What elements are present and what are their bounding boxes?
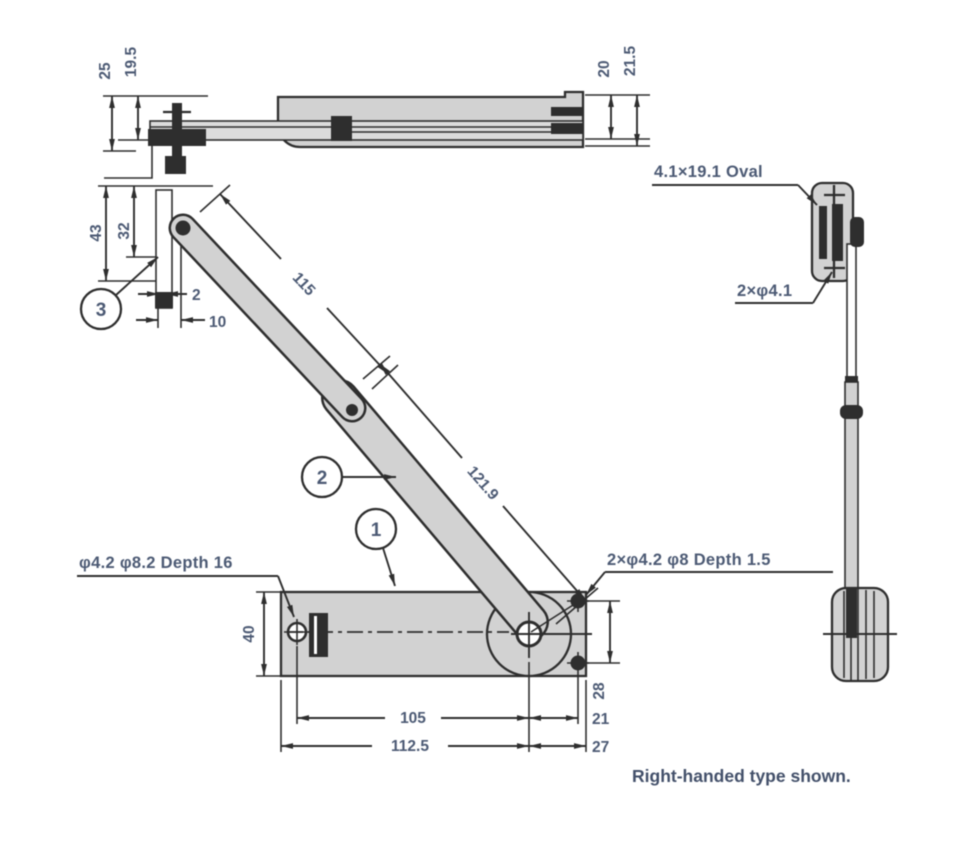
top-view: 25 19.5 20 21.5 bbox=[97, 46, 650, 179]
folded-mid-connector bbox=[331, 116, 352, 141]
svg-text:2×φ4.2 φ8 Depth 1.5: 2×φ4.2 φ8 Depth 1.5 bbox=[607, 551, 771, 569]
arm-top-pivot bbox=[175, 220, 191, 236]
top-bracket bbox=[155, 189, 173, 309]
top-view-dims-left: 25 19.5 bbox=[97, 47, 208, 152]
bottom-dims: 105 21 112.5 27 bbox=[280, 646, 610, 756]
callout-2-number: 2 bbox=[317, 468, 328, 489]
svg-text:2×φ4.1: 2×φ4.1 bbox=[737, 282, 792, 300]
dim-21-label: 21 bbox=[592, 711, 610, 728]
side-collar bbox=[840, 405, 863, 419]
callout-3-number: 3 bbox=[96, 300, 107, 321]
dim-115-label: 115 bbox=[289, 269, 319, 299]
folded-end-plate-lower bbox=[551, 123, 583, 134]
dim-20-label: 20 bbox=[596, 60, 613, 77]
top-view-dims-right: 20 21.5 bbox=[585, 46, 650, 147]
callout-1: 1 bbox=[354, 507, 398, 587]
dim-19-5-label: 19.5 bbox=[123, 47, 140, 78]
right-holes-label: 2×φ4.2 φ8 Depth 1.5 bbox=[530, 551, 833, 633]
pivot-hole bbox=[511, 612, 592, 658]
dim-40-label: 40 bbox=[241, 625, 258, 642]
side-holes-label: 2×φ4.1 bbox=[735, 271, 833, 304]
dim-32-label: 32 bbox=[116, 222, 133, 239]
hole-spacing-dim: 28 bbox=[586, 600, 620, 700]
side-screw-top bbox=[824, 185, 845, 205]
dim-121-9-label: 121.9 bbox=[463, 463, 502, 504]
dim-25-label: 25 bbox=[97, 62, 114, 80]
side-rod-upper bbox=[846, 243, 857, 381]
dim-105-label: 105 bbox=[400, 710, 426, 727]
dim-43-label: 43 bbox=[88, 224, 105, 242]
stay-arm bbox=[168, 213, 549, 641]
dim-112-5-label: 112.5 bbox=[391, 738, 429, 755]
dim-28-label: 28 bbox=[591, 682, 608, 700]
oval-hole-label: 4.1×19.1 Oval bbox=[652, 163, 818, 206]
left-hole-label: φ4.2 φ8.2 Depth 16 bbox=[77, 554, 295, 618]
dim-21-5-label: 21.5 bbox=[622, 46, 639, 77]
dim-2-label: 2 bbox=[192, 287, 201, 304]
side-screw-bottom bbox=[824, 258, 845, 278]
dim-27-label: 27 bbox=[592, 739, 609, 756]
side-knob bbox=[850, 217, 864, 247]
folded-end-plate-upper bbox=[551, 107, 583, 116]
note-text: Right-handed type shown. bbox=[632, 766, 851, 786]
dim-10-label: 10 bbox=[209, 314, 226, 331]
arm-joint-pin bbox=[346, 404, 358, 416]
folded-arm-bar bbox=[149, 120, 584, 141]
svg-text:4.1×19.1 Oval: 4.1×19.1 Oval bbox=[654, 163, 763, 181]
svg-text:φ4.2 φ8.2 Depth 16: φ4.2 φ8.2 Depth 16 bbox=[79, 554, 233, 572]
folded-left-bracket bbox=[104, 103, 206, 179]
arm-dims: 115 121.9 bbox=[199, 184, 599, 625]
bracket-dims: 43 32 2 10 bbox=[88, 185, 226, 331]
callout-2: 2 bbox=[300, 455, 396, 499]
callout-3: 3 bbox=[79, 256, 159, 331]
side-view: 4.1×19.1 Oval 2×φ4.1 bbox=[652, 163, 897, 683]
callout-1-number: 1 bbox=[371, 520, 382, 541]
plate-width-dim: 40 bbox=[241, 591, 285, 677]
front-view: 43 32 2 10 115 121.9 bbox=[77, 184, 833, 756]
mounting-slot bbox=[309, 613, 328, 657]
